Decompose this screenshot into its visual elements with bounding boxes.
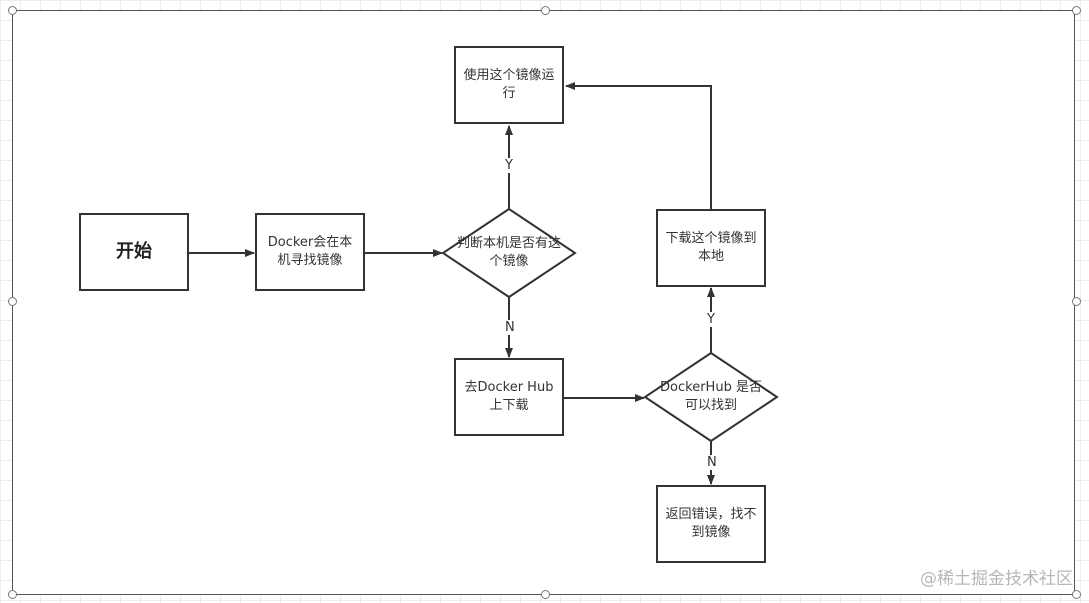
resize-handle-right[interactable] [1072, 297, 1081, 306]
resize-handle-bottom-left[interactable] [8, 590, 17, 599]
resize-handle-bottom-right[interactable] [1072, 590, 1081, 599]
start-node[interactable]: 开始 [79, 213, 189, 291]
resize-handle-left[interactable] [8, 297, 17, 306]
download-hub-node[interactable]: 去Docker Hub 上下载 [454, 358, 564, 436]
resize-handle-top-right[interactable] [1072, 6, 1081, 15]
watermark: @稀土掘金技术社区 [920, 569, 1073, 589]
resize-handle-top-left[interactable] [8, 6, 17, 15]
download-local-node[interactable]: 下载这个镜像到本地 [656, 209, 766, 287]
edge-label-hub-yes: Y [705, 312, 717, 327]
run-image-node[interactable]: 使用这个镜像运行 [454, 46, 564, 124]
decision-local-text: 判断本机是否有这个镜像 [456, 236, 561, 269]
edge-label-local-no: N [503, 320, 517, 335]
edge-label-hub-no: N [705, 455, 719, 470]
decision-hub-text: DockerHub 是否可以找到 [660, 380, 762, 413]
search-local-node[interactable]: Docker会在本机寻找镜像 [255, 213, 365, 291]
error-node[interactable]: 返回错误，找不到镜像 [656, 485, 766, 563]
edge-download-to-run [565, 82, 712, 209]
edge-label-local-yes: Y [503, 158, 515, 173]
resize-handle-bottom[interactable] [541, 590, 550, 599]
resize-handle-top[interactable] [541, 6, 550, 15]
